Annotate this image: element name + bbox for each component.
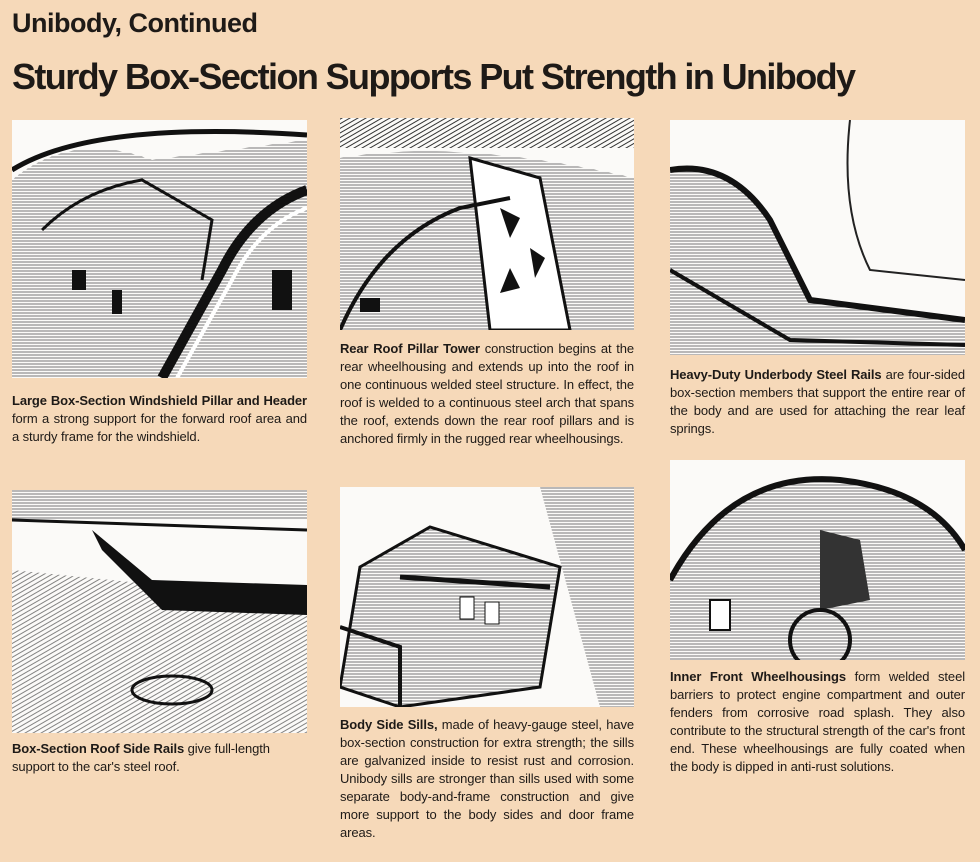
caption-heading: Box-Section Roof Side Rails <box>12 741 185 756</box>
inner-wheelhousings-illustration <box>670 460 965 660</box>
caption-rear-roof-pillar: Rear Roof Pillar Tower construction begi… <box>340 340 634 448</box>
caption-body: made of heavy-gauge steel, have box-sect… <box>340 717 634 840</box>
caption-roof-side-rails: Box-Section Roof Side Rails give full-le… <box>12 740 307 776</box>
caption-body: construction begins at the rear wheelhou… <box>340 341 634 446</box>
page-kicker: Unibody, Continued <box>12 8 258 38</box>
caption-windshield-pillar: Large Box-Section Windshield Pillar and … <box>12 392 307 446</box>
caption-heading: Inner Front Wheelhousings <box>670 669 846 684</box>
caption-body: are four-sided box-section members that … <box>670 367 965 436</box>
caption-heading: Body Side Sills, <box>340 717 438 732</box>
caption-underbody-rails: Heavy-Duty Underbody Steel Rails are fou… <box>670 366 965 438</box>
windshield-pillar-illustration <box>12 120 307 378</box>
underbody-rails-illustration <box>670 120 965 355</box>
caption-body: form a strong support for the forward ro… <box>12 411 307 444</box>
caption-heading: Large Box-Section Windshield Pillar and … <box>12 393 307 408</box>
page-title: Sturdy Box-Section Supports Put Strength… <box>12 56 856 97</box>
caption-heading: Heavy-Duty Underbody Steel Rails <box>670 367 882 382</box>
caption-body: give full-length support to the car's st… <box>12 741 270 774</box>
roof-side-rails-illustration <box>12 490 307 733</box>
caption-body-side-sills: Body Side Sills, made of heavy-gauge ste… <box>340 716 634 842</box>
caption-heading: Rear Roof Pillar Tower <box>340 341 480 356</box>
caption-body: form welded steel barriers to protect en… <box>670 669 965 774</box>
rear-roof-pillar-illustration <box>340 118 634 330</box>
body-side-sills-illustration <box>340 487 634 707</box>
caption-inner-wheelhousings: Inner Front Wheelhousings form welded st… <box>670 668 965 776</box>
